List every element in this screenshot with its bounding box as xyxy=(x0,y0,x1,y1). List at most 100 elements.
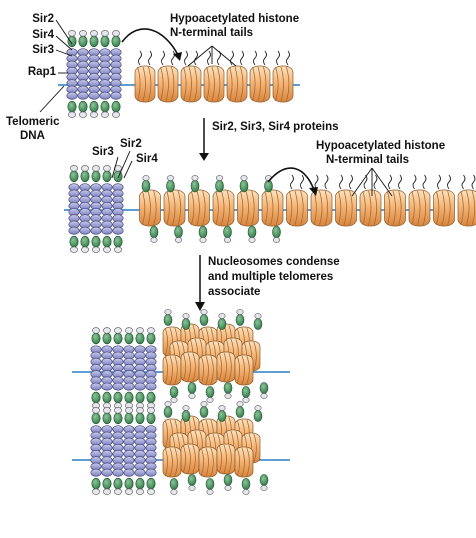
sir-protein xyxy=(247,225,257,239)
rap1-protein xyxy=(101,468,113,477)
sir-protein xyxy=(135,412,145,425)
sir-protein xyxy=(241,386,251,398)
sir2-protein xyxy=(218,313,226,319)
sir-protein xyxy=(124,477,134,490)
histone-tail xyxy=(286,50,290,66)
sir2-protein xyxy=(164,309,172,315)
sir2-protein xyxy=(164,401,172,407)
sir2-protein xyxy=(147,327,155,334)
nucleosome xyxy=(180,443,200,475)
sir2-protein xyxy=(175,237,183,243)
sir2-protein xyxy=(188,393,196,399)
sir-protein xyxy=(89,100,99,113)
rap1-protein xyxy=(112,226,124,235)
sir-protein xyxy=(124,391,134,404)
sir-protein xyxy=(205,478,215,490)
sir-protein xyxy=(113,332,123,345)
label-sir3-panel2: Sir3 xyxy=(92,146,114,158)
sir-protein xyxy=(241,478,251,490)
sir2-protein xyxy=(218,405,226,411)
rap1-protein xyxy=(145,468,157,477)
histone-tail xyxy=(373,174,378,190)
sir-protein xyxy=(102,412,112,425)
sir-protein xyxy=(149,225,159,239)
sir2-protein xyxy=(125,407,133,414)
label-rap1: Rap1 xyxy=(27,66,56,78)
sir2-protein xyxy=(167,175,175,181)
sir-protein xyxy=(124,412,134,425)
sir2-protein xyxy=(112,111,120,118)
sir2-protein xyxy=(182,313,190,319)
label-sir2: Sir2 xyxy=(32,13,54,25)
nucleosome xyxy=(433,189,455,227)
sir-protein xyxy=(163,406,173,418)
sir-protein xyxy=(113,412,123,425)
sir2-protein xyxy=(150,237,158,243)
nucleosome xyxy=(457,189,476,227)
sir-protein xyxy=(146,391,156,404)
histone-tail xyxy=(263,50,267,66)
histone-tail xyxy=(161,50,165,66)
rap1-protein xyxy=(79,226,91,235)
nucleosome xyxy=(139,189,161,227)
sir2-protein xyxy=(90,30,98,37)
sir-protein xyxy=(102,391,112,404)
sir2-protein xyxy=(68,30,76,37)
sir-protein xyxy=(259,474,269,486)
histone-tail xyxy=(300,174,304,190)
sir-protein xyxy=(69,170,79,183)
sir2-protein xyxy=(79,30,87,37)
sir-protein xyxy=(169,386,179,398)
rap1-protein xyxy=(110,91,122,100)
sir2-protein xyxy=(224,485,232,491)
histone-tail xyxy=(230,50,234,66)
sir-protein xyxy=(272,225,281,239)
sir2-protein xyxy=(236,309,244,315)
sir2-protein xyxy=(188,485,196,491)
histone-tail xyxy=(253,50,257,66)
sir-protein xyxy=(135,332,145,345)
sir2-protein xyxy=(136,327,144,334)
sir2-protein xyxy=(125,327,133,334)
sir-protein xyxy=(239,179,249,193)
nucleosome xyxy=(249,65,271,103)
sir2-protein xyxy=(254,313,262,319)
sir-protein xyxy=(235,406,245,418)
panel-3-condensed-telomeres xyxy=(72,309,290,495)
sir2-protein xyxy=(260,485,268,491)
sir2-protein xyxy=(112,30,120,37)
sir-protein xyxy=(113,235,123,248)
nucleosome xyxy=(335,189,357,227)
label-hypoacetylated-1-line1: Hypoacetylated histone xyxy=(170,13,300,25)
nucleosome xyxy=(237,189,259,227)
nucleosome xyxy=(163,189,186,227)
sir2-protein xyxy=(199,237,207,243)
histone-tail xyxy=(207,50,211,66)
sir-protein xyxy=(89,35,99,48)
rap1-protein xyxy=(66,91,78,100)
label-sir-proteins-step: Sir2, Sir3, Sir4 proteins xyxy=(212,121,339,133)
nucleosome xyxy=(212,189,235,227)
label-telomeric-dna-line1: Telomeric xyxy=(6,116,60,128)
rap1-protein xyxy=(99,91,111,100)
sir2-protein xyxy=(147,488,155,495)
sir-protein xyxy=(235,314,245,326)
sir2-protein xyxy=(92,165,100,172)
nucleosome xyxy=(408,189,431,227)
sir-protein xyxy=(91,170,101,183)
nucleosome xyxy=(234,446,254,478)
sir-protein xyxy=(113,391,123,404)
histone-tail xyxy=(324,174,329,190)
sir-protein xyxy=(253,410,263,422)
sir-protein xyxy=(217,410,227,422)
sir2-protein xyxy=(101,111,109,118)
nucleosome xyxy=(216,351,236,383)
nucleosome xyxy=(359,189,382,227)
sir2-protein xyxy=(103,488,111,495)
sir-protein xyxy=(91,235,101,248)
histone-tail xyxy=(276,50,280,66)
sir2-protein xyxy=(92,246,100,253)
sir-protein xyxy=(198,225,208,239)
sir2-protein xyxy=(101,30,109,37)
